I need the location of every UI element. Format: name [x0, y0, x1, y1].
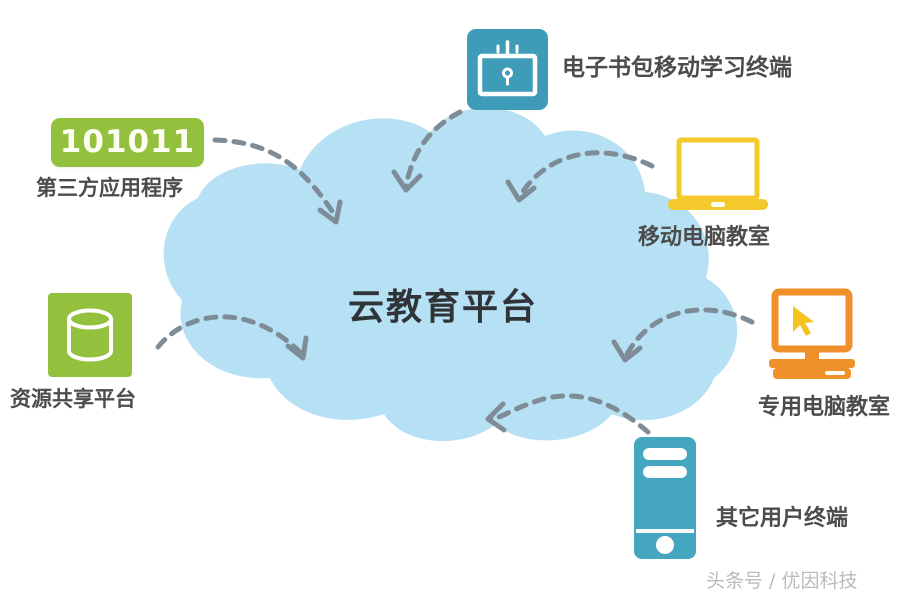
third-party-app-label: 第三方应用程序	[36, 176, 183, 200]
connector-resource-sharing	[155, 314, 309, 361]
connector-ebook-terminal	[391, 109, 463, 193]
binary-chip-icon: 101011	[59, 124, 196, 160]
mobile-device-icon	[636, 448, 694, 554]
cloud-shape	[163, 107, 738, 442]
ebook-terminal-icon	[467, 29, 548, 110]
watermark-text: 头条号 / 优因科技	[706, 570, 858, 592]
other-terminal-icon	[634, 437, 696, 559]
mobile-classroom-label: 移动电脑教室	[638, 225, 771, 250]
connector-laptop	[505, 150, 655, 203]
other-terminal-label: 其它用户终端	[716, 506, 849, 531]
tablet-icon	[477, 40, 538, 97]
dedicated-classroom-label: 专用电脑教室	[758, 395, 891, 420]
database-icon	[67, 308, 113, 362]
dedicated-classroom-icon	[763, 288, 861, 384]
connector-third-party-app	[212, 137, 343, 225]
cloud-center-title: 云教育平台	[348, 287, 539, 328]
ebook-terminal-label: 电子书包移动学习终端	[562, 55, 792, 81]
desktop-monitor-icon	[769, 288, 855, 379]
resource-sharing-label: 资源共享平台	[10, 387, 136, 411]
connector-desktop	[611, 307, 755, 363]
resource-sharing-icon	[48, 293, 132, 377]
third-party-app-icon: 101011	[51, 118, 204, 167]
laptop-icon	[668, 137, 768, 210]
connector-other-terminal	[485, 393, 651, 435]
mobile-classroom-icon	[663, 136, 773, 220]
